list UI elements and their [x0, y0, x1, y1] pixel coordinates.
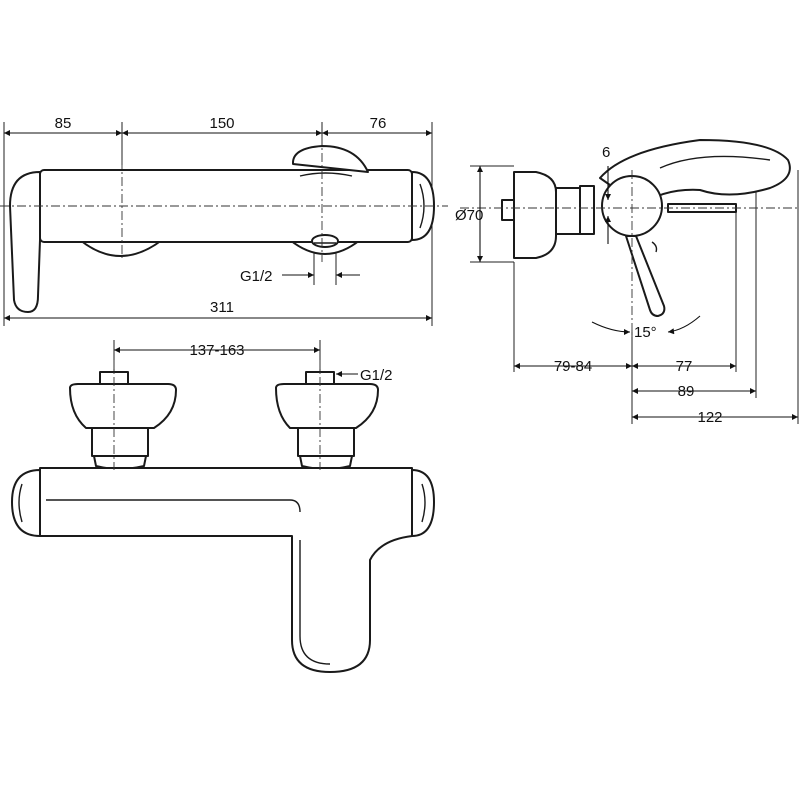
- end-cap-right-front-detail: [421, 483, 426, 523]
- end-cap-left-front: [11, 469, 41, 537]
- inlet-thread-label: G1/2: [360, 367, 393, 384]
- dimension-122: 122: [697, 409, 722, 426]
- body-edge-highlight: [46, 499, 301, 513]
- end-cap-left-front-detail: [18, 483, 23, 523]
- spout-contour: [299, 540, 331, 665]
- inlet-nut-right: [297, 427, 355, 457]
- dimension-76: 76: [370, 115, 387, 132]
- outlet-thread-label: G1/2: [240, 268, 273, 285]
- eccentric-flange-left: [69, 383, 177, 429]
- connector-body: [555, 187, 581, 235]
- dimension-137-163: 137-163: [189, 342, 244, 359]
- end-cap-right-detail: [419, 183, 425, 229]
- inlet-nut-left: [91, 427, 149, 457]
- dimension-6: 6: [602, 144, 610, 161]
- dimension-89: 89: [678, 383, 695, 400]
- front-view: 137-163 G1/2: [11, 340, 435, 673]
- dimension-77: 77: [676, 358, 693, 375]
- wall-stub: [501, 199, 515, 221]
- dimension-85: 85: [55, 115, 72, 132]
- lever-handle-shadow: [299, 172, 353, 177]
- side-view: Ø70 6 15° 79-84 77 89 122: [455, 139, 800, 426]
- handle-contour: [659, 155, 771, 169]
- eccentric-flange-right: [275, 383, 379, 429]
- end-cap-right-front: [411, 469, 435, 537]
- pull-lever: [625, 235, 666, 317]
- lever-handle-top: [291, 145, 369, 173]
- dimension-311: 311: [210, 299, 234, 316]
- connector-collar: [579, 185, 595, 235]
- dimension-79-84: 79-84: [554, 358, 592, 375]
- wall-plate: [513, 171, 557, 259]
- angle-arc-left: [591, 321, 631, 335]
- end-cap-left: [9, 171, 41, 313]
- outlet-thread-ring: [311, 234, 339, 248]
- pull-lever-knob: [651, 241, 658, 253]
- angle-arc-right: [667, 315, 701, 335]
- mixer-body-front: [39, 467, 413, 673]
- dimension-150: 150: [209, 115, 234, 132]
- top-view: 85 150 76 311 G1/2: [0, 115, 448, 326]
- dimension-diameter-70: Ø70: [455, 207, 483, 224]
- dimension-angle-15: 15°: [634, 324, 657, 341]
